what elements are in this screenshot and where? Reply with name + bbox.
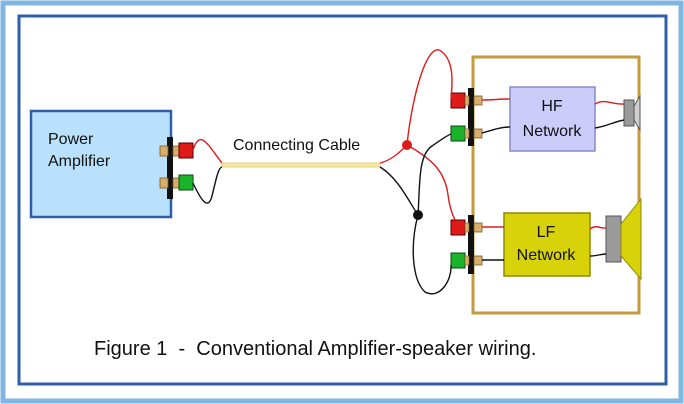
hf-network-label-line1: HF — [541, 98, 563, 115]
lf-terminal-green — [450, 252, 466, 269]
amplifier-label-line2: Amplifier — [48, 153, 111, 170]
woofer-magnet — [605, 215, 622, 263]
red-wire-amp-to-cable — [192, 138, 223, 164]
lf-connector-tab-neg — [464, 255, 470, 266]
amplifier-connector-tab-neg — [172, 177, 180, 189]
lf-network-label-line2: Network — [517, 247, 577, 264]
lf-terminal-stub-pos — [473, 222, 483, 233]
woofer-cone — [620, 197, 642, 281]
red-wire-lf-network — [589, 226, 607, 230]
black-wire-junction-to-hf — [417, 133, 452, 216]
lf-network-label-line1: LF — [537, 224, 556, 241]
amplifier-terminal-red — [178, 142, 194, 159]
lf-connector-tab-pos — [464, 222, 470, 233]
figure-caption: Figure 1 - Conventional Amplifier-speake… — [94, 338, 536, 360]
black-wire-amp-to-cable — [192, 166, 223, 204]
black-wire-hf-to-tweeter — [594, 119, 625, 129]
amplifier-box — [29, 109, 173, 219]
hf-terminal-stub-neg — [473, 128, 483, 139]
amplifier-terminal-bar — [167, 137, 173, 199]
hf-connector-tab-neg — [464, 128, 470, 139]
red-junction-dot — [402, 140, 412, 150]
connecting-cable: Connecting Cable — [221, 137, 381, 168]
black-junction-dot — [413, 210, 423, 220]
hf-network-label-line2: Network — [523, 123, 583, 140]
tweeter-magnet — [623, 99, 635, 127]
hf-network: HF Network — [509, 86, 596, 152]
hf-terminal-green — [450, 125, 466, 142]
cable-jacket — [221, 162, 381, 168]
hf-terminal-bar — [468, 88, 474, 146]
black-wire-hf-network — [481, 126, 511, 134]
black-wire-lf-to-woofer — [589, 253, 607, 257]
hf-terminal-stub-pos — [473, 95, 483, 106]
amplifier-terminal-stub-neg — [159, 177, 169, 189]
cable-label: Connecting Cable — [233, 137, 360, 154]
tweeter-cone — [633, 94, 641, 132]
hf-terminals — [450, 88, 483, 146]
amplifier-terminal-green — [178, 174, 194, 191]
amplifier-connector-tab-pos — [172, 145, 180, 157]
lf-terminal-red — [450, 219, 466, 236]
lf-network-box — [503, 212, 591, 277]
lf-terminals — [450, 215, 483, 274]
amplifier-terminal-stub-pos — [159, 145, 169, 157]
lf-terminal-bar — [468, 215, 474, 274]
power-amplifier: Power Amplifier — [29, 109, 194, 219]
lf-terminal-stub-neg — [473, 255, 483, 266]
hf-network-positive-lead — [481, 98, 511, 101]
tweeter-speaker — [623, 94, 641, 132]
red-wire-junction-to-hf — [406, 49, 453, 146]
red-wire-hf-network — [594, 100, 625, 105]
amplifier-label-line1: Power — [48, 131, 94, 148]
black-wire-junction-to-lf — [412, 214, 452, 295]
hf-terminal-red — [450, 92, 466, 109]
woofer-speaker — [605, 197, 642, 281]
hf-connector-tab-pos — [464, 95, 470, 106]
hf-network-box — [509, 86, 596, 152]
lf-network: LF Network — [503, 212, 591, 277]
